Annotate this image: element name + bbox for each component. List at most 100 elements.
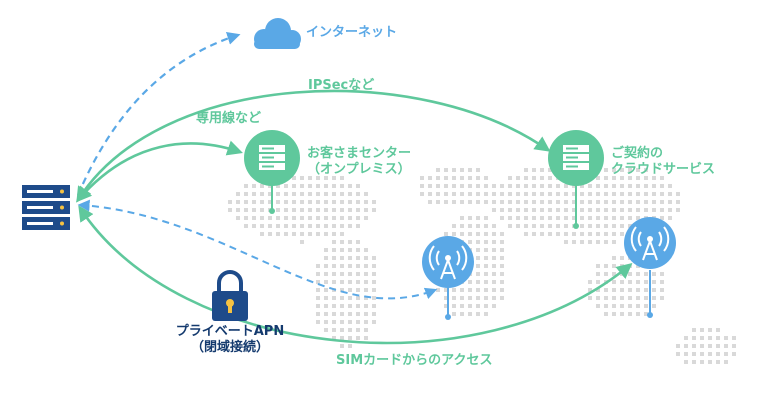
map-dot [660, 280, 664, 284]
pin-cloud-service [573, 185, 579, 229]
map-dot [332, 264, 336, 268]
map-dot [588, 184, 592, 188]
map-dot [620, 208, 624, 212]
map-dot [564, 240, 568, 244]
map-dot [596, 192, 600, 196]
map-dot [476, 240, 480, 244]
map-dot [372, 272, 376, 276]
map-dot [308, 200, 312, 204]
map-dot [356, 216, 360, 220]
map-dot [516, 184, 520, 188]
map-dot [476, 184, 480, 188]
customer-center-label-line1: お客さまセンター [307, 146, 412, 161]
map-dot [332, 184, 336, 188]
map-dot [364, 336, 368, 340]
map-dot [572, 192, 576, 196]
map-dot [620, 184, 624, 188]
map-dot [660, 288, 664, 292]
map-dot [348, 272, 352, 276]
map-dot [596, 240, 600, 244]
map-dot [372, 296, 376, 300]
map-dot [500, 200, 504, 204]
map-dot [244, 216, 248, 220]
map-dot [476, 224, 480, 228]
map-dot [596, 200, 600, 204]
map-dot [340, 256, 344, 260]
map-dot [540, 192, 544, 196]
map-dot [316, 280, 320, 284]
map-dot [332, 280, 336, 284]
map-dot [356, 240, 360, 244]
map-dot [580, 200, 584, 204]
map-dot [460, 232, 464, 236]
map-dot [684, 344, 688, 348]
map-dot [332, 312, 336, 316]
map-dot [476, 248, 480, 252]
map-dot [284, 200, 288, 204]
map-dot [620, 296, 624, 300]
map-dot [364, 288, 368, 292]
map-dot [492, 192, 496, 196]
map-dot [452, 200, 456, 204]
map-dot [476, 288, 480, 292]
map-dot [628, 304, 632, 308]
map-dot [500, 272, 504, 276]
map-dot [500, 296, 504, 300]
map-dot [612, 312, 616, 316]
map-dot [452, 192, 456, 196]
map-dot [324, 184, 328, 188]
map-dot [692, 360, 696, 364]
map-dot [612, 240, 616, 244]
map-dot [332, 240, 336, 244]
map-dot [564, 200, 568, 204]
private-apn-label: プライベートAPN （閉域接続） [170, 324, 290, 357]
map-dot [604, 272, 608, 276]
map-dot [588, 216, 592, 220]
map-dot [628, 192, 632, 196]
map-dot [332, 208, 336, 212]
map-dot [532, 176, 536, 180]
map-dot [348, 224, 352, 228]
map-dot [324, 320, 328, 324]
map-dot [428, 176, 432, 180]
map-dot [484, 296, 488, 300]
map-dot [716, 328, 720, 332]
map-dot [372, 208, 376, 212]
map-dot [340, 336, 344, 340]
map-dot [348, 264, 352, 268]
map-dot [364, 272, 368, 276]
map-dot [644, 184, 648, 188]
map-dot [356, 272, 360, 276]
map-dot [692, 352, 696, 356]
map-dot [316, 192, 320, 196]
map-dot [604, 232, 608, 236]
map-dot [668, 192, 672, 196]
map-dot [612, 168, 616, 172]
map-dot [612, 224, 616, 228]
map-dot [612, 216, 616, 220]
map-dot [228, 200, 232, 204]
map-dot [332, 296, 336, 300]
map-dot [348, 240, 352, 244]
map-dot [372, 264, 376, 268]
map-dot [372, 320, 376, 324]
map-dot [596, 216, 600, 220]
map-dot [548, 184, 552, 188]
map-dot [604, 264, 608, 268]
map-dot [468, 240, 472, 244]
map-dot [652, 280, 656, 284]
map-dot [292, 184, 296, 188]
map-dot [604, 200, 608, 204]
map-dot [436, 168, 440, 172]
map-dot [620, 312, 624, 316]
map-dot [372, 312, 376, 316]
map-dot [492, 200, 496, 204]
map-dot [292, 224, 296, 228]
map-dot [604, 224, 608, 228]
map-dot [588, 232, 592, 236]
map-dot [332, 248, 336, 252]
map-dot [436, 200, 440, 204]
map-dot [580, 240, 584, 244]
map-dot [356, 200, 360, 204]
map-dot [300, 224, 304, 228]
